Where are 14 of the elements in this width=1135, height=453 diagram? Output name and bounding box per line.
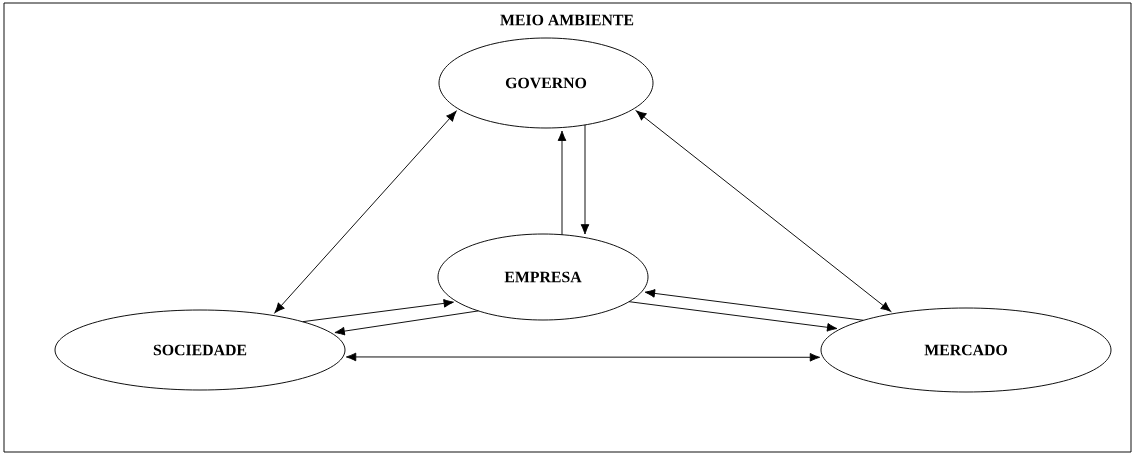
- arrow: [334, 310, 479, 336]
- arrow: [302, 299, 454, 323]
- ellipse-node: MERCADO: [820, 307, 1112, 393]
- arrow: [636, 110, 892, 312]
- arrow: [580, 124, 590, 235]
- arrow: [557, 130, 567, 236]
- ellipse-node: SOCIEDADE: [54, 309, 346, 391]
- arrow: [628, 301, 838, 332]
- ellipse-node: GOVERNO: [438, 37, 654, 129]
- arrow: [644, 289, 864, 321]
- frame-title: MEIO AMBIENTE: [500, 14, 634, 26]
- ellipse-node: EMPRESA: [437, 233, 649, 321]
- arrow: [345, 352, 821, 362]
- arrow: [274, 111, 457, 314]
